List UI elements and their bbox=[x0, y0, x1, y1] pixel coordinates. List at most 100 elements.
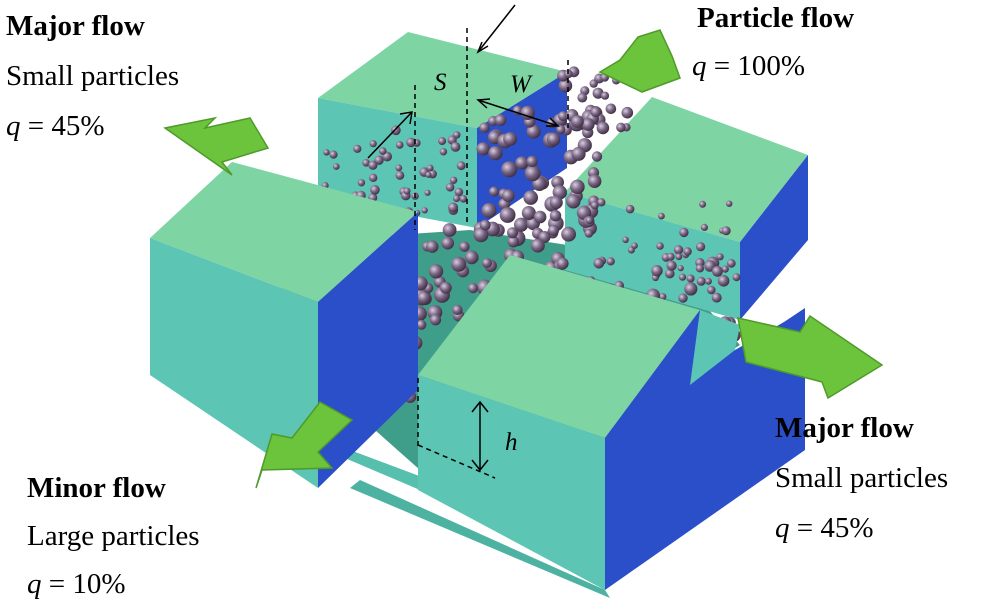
particle bbox=[705, 277, 712, 285]
particle bbox=[666, 260, 677, 271]
q-value: = 100% bbox=[713, 50, 806, 82]
particle bbox=[368, 160, 378, 170]
particle bbox=[369, 173, 378, 182]
particle bbox=[426, 240, 439, 253]
particle bbox=[592, 87, 604, 99]
particle bbox=[625, 204, 635, 214]
particle bbox=[451, 256, 467, 272]
particle bbox=[489, 186, 499, 197]
particle bbox=[441, 236, 455, 250]
particle bbox=[379, 147, 387, 155]
particle bbox=[438, 137, 447, 146]
particle bbox=[558, 111, 569, 122]
particle bbox=[695, 264, 705, 273]
particle bbox=[482, 258, 492, 269]
arrow-minor-flow bbox=[255, 401, 354, 489]
particle bbox=[459, 195, 468, 203]
particle bbox=[445, 182, 455, 192]
particle bbox=[673, 245, 684, 255]
particle bbox=[369, 140, 377, 148]
particle bbox=[549, 195, 563, 210]
particle bbox=[726, 258, 736, 268]
particle bbox=[481, 203, 497, 218]
particle bbox=[530, 238, 545, 253]
particle bbox=[548, 224, 559, 236]
arrow-major-flow-left bbox=[163, 116, 270, 176]
particle bbox=[403, 187, 411, 195]
particle bbox=[600, 91, 610, 100]
major-flow-top-q: q = 45% bbox=[6, 112, 105, 141]
particle bbox=[488, 146, 503, 161]
particle bbox=[590, 106, 601, 118]
particle bbox=[665, 268, 675, 279]
particle bbox=[587, 174, 602, 188]
particle bbox=[499, 207, 516, 223]
q-value: = 10% bbox=[48, 568, 126, 600]
particle bbox=[395, 141, 404, 149]
particle bbox=[566, 194, 581, 209]
particle bbox=[515, 156, 529, 170]
particle bbox=[732, 273, 741, 282]
particle bbox=[711, 292, 722, 303]
particle bbox=[606, 257, 615, 266]
particle bbox=[717, 275, 730, 287]
particle bbox=[581, 118, 595, 131]
particle bbox=[590, 201, 599, 210]
particle bbox=[577, 92, 588, 103]
particle bbox=[452, 304, 463, 315]
particle bbox=[456, 161, 466, 171]
minor-flow-q: q = 10% bbox=[27, 570, 126, 599]
particle bbox=[721, 226, 731, 236]
particle bbox=[494, 114, 507, 126]
particle bbox=[683, 247, 692, 256]
particle bbox=[589, 79, 598, 88]
particle bbox=[391, 125, 401, 136]
particle bbox=[449, 176, 458, 184]
q-symbol: q bbox=[775, 512, 790, 544]
particle bbox=[696, 242, 706, 252]
particle bbox=[479, 219, 491, 231]
particle bbox=[651, 265, 663, 277]
q-value: = 45% bbox=[27, 110, 105, 142]
particle bbox=[659, 293, 667, 301]
particle bbox=[716, 253, 724, 261]
particle bbox=[454, 187, 464, 197]
particle bbox=[507, 227, 518, 239]
particle bbox=[571, 146, 586, 161]
particle bbox=[526, 124, 541, 139]
particle bbox=[429, 314, 442, 326]
particle bbox=[501, 161, 518, 178]
dimension-s-label: S bbox=[434, 69, 447, 96]
particle bbox=[684, 282, 698, 296]
particle bbox=[605, 103, 617, 115]
particle bbox=[597, 198, 606, 207]
q-symbol: q bbox=[6, 110, 21, 142]
particle bbox=[523, 190, 538, 205]
particle bbox=[721, 265, 729, 273]
particle bbox=[428, 264, 444, 279]
particle bbox=[561, 226, 576, 242]
dimension-h-label: h bbox=[505, 429, 518, 456]
particle bbox=[591, 151, 603, 162]
particle bbox=[707, 285, 716, 295]
particle bbox=[448, 202, 459, 213]
q-symbol: q bbox=[27, 568, 42, 600]
particle bbox=[333, 163, 340, 170]
particle bbox=[503, 132, 517, 146]
major-flow-bottom-q: q = 45% bbox=[775, 514, 874, 543]
particle bbox=[622, 236, 629, 244]
dimension-lines bbox=[367, 4, 569, 479]
particle bbox=[726, 200, 733, 207]
particle bbox=[677, 265, 684, 272]
particle bbox=[521, 206, 536, 220]
particle bbox=[459, 241, 470, 252]
particle bbox=[406, 137, 416, 148]
particle bbox=[329, 150, 338, 159]
particle bbox=[424, 189, 431, 196]
arrow-major-flow-right bbox=[737, 314, 884, 400]
particle bbox=[323, 149, 330, 156]
major-flow-top-subtitle: Small particles bbox=[6, 60, 180, 92]
major-flow-bottom-title: Major flow bbox=[775, 412, 914, 444]
minor-flow-title: Minor flow bbox=[27, 472, 166, 504]
particle bbox=[370, 185, 380, 195]
